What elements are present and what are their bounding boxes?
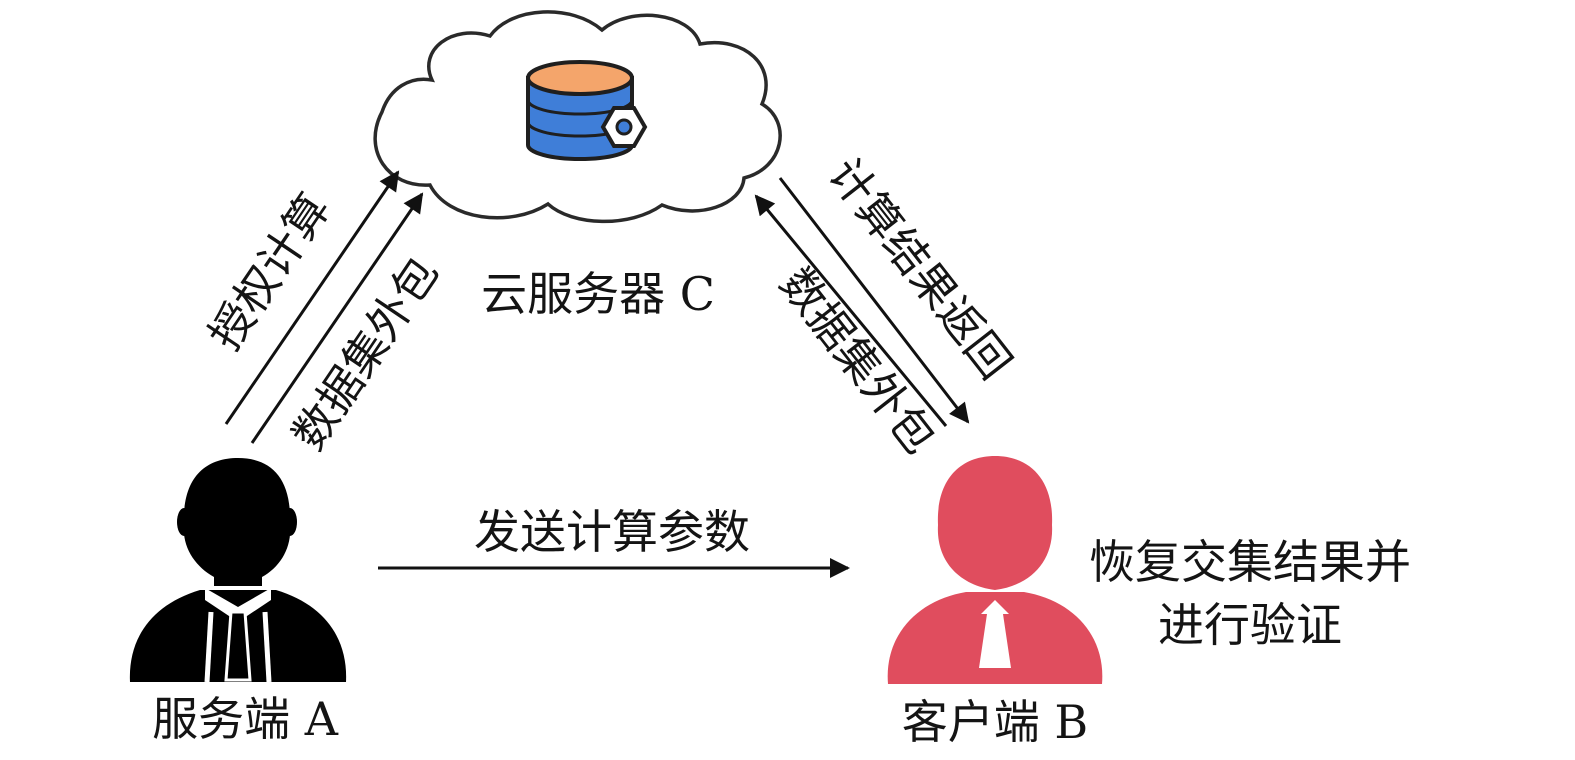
edge-label-send-params: 发送计算参数 <box>474 505 750 559</box>
cloud-server-label: 云服务器 C <box>481 267 715 321</box>
server-a-node: 服务端 A <box>129 458 347 746</box>
businessman-head <box>183 458 291 577</box>
tie <box>224 610 252 682</box>
businessman-icon <box>129 458 347 683</box>
arrow-a-to-c-outsource <box>250 192 424 444</box>
user-icon <box>887 456 1103 684</box>
cloud-server-node: 云服务器 C <box>373 10 782 321</box>
annotation-line-1: 恢复交集结果并 <box>1089 535 1411 589</box>
annotation-line-2: 进行验证 <box>1158 598 1342 652</box>
client-b-label: 客户端 B <box>902 695 1088 749</box>
arrow-c-to-b-return <box>778 177 970 424</box>
user-tie <box>979 600 1011 668</box>
client-b-node: 客户端 B <box>887 456 1103 749</box>
edge-label-a-outsource: 数据集外包 <box>283 248 448 459</box>
user-head <box>937 456 1053 590</box>
arrow-a-to-c-auth <box>224 170 400 425</box>
database-gear-icon <box>526 60 648 161</box>
edge-label-auth-compute: 授权计算 <box>200 185 341 359</box>
arrow-b-to-c-outsource <box>754 194 948 427</box>
server-a-label: 服务端 A <box>152 692 339 746</box>
database-top <box>526 60 634 96</box>
database-body <box>526 76 634 161</box>
